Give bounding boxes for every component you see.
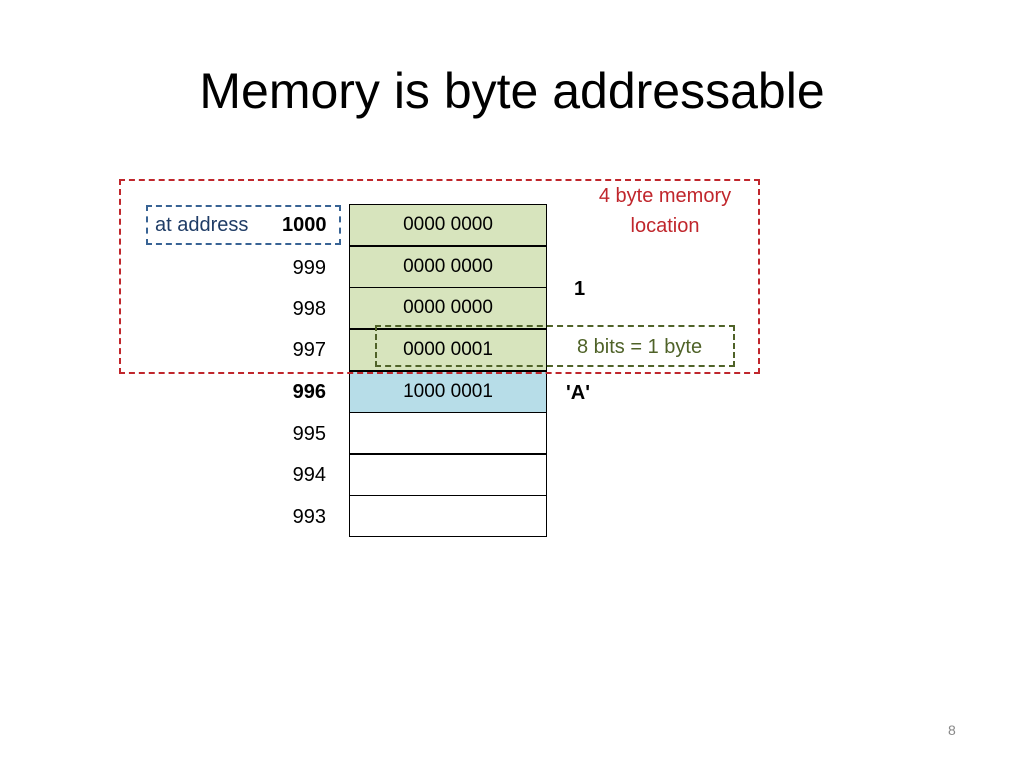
address-997: 997: [292, 339, 326, 361]
char-value-label: 'A': [566, 382, 590, 404]
four-byte-label: 4 byte memory location: [598, 185, 732, 237]
at-address-box: [146, 205, 341, 245]
page-number: 8: [948, 722, 956, 738]
memory-cell-999: 0000 0000: [349, 246, 547, 288]
memory-cell-998: 0000 0000: [349, 287, 547, 329]
one-byte-box: [375, 325, 735, 367]
address-996: 996: [292, 381, 326, 403]
at-address-value: 1000: [282, 214, 327, 236]
memory-cell-994: [349, 454, 547, 496]
memory-cell-993: [349, 495, 547, 537]
slide-title: Memory is byte addressable: [199, 63, 825, 119]
address-994: 994: [292, 464, 326, 486]
int-value-label: 1: [574, 278, 586, 300]
address-993: 993: [292, 506, 326, 528]
four-byte-location-box: [119, 179, 760, 374]
memory-cell-1000: 0000 0000: [349, 204, 547, 246]
address-998: 998: [292, 298, 326, 320]
memory-cell-996: 1000 0001: [349, 371, 547, 413]
memory-cell-997: 0000 0001: [349, 329, 547, 371]
eight-bits-label: 8 bits = 1 byte: [577, 336, 703, 358]
address-995: 995: [292, 423, 326, 445]
at-address-label: at address: [155, 214, 249, 236]
address-999: 999: [292, 257, 326, 279]
memory-cell-995: [349, 412, 547, 454]
